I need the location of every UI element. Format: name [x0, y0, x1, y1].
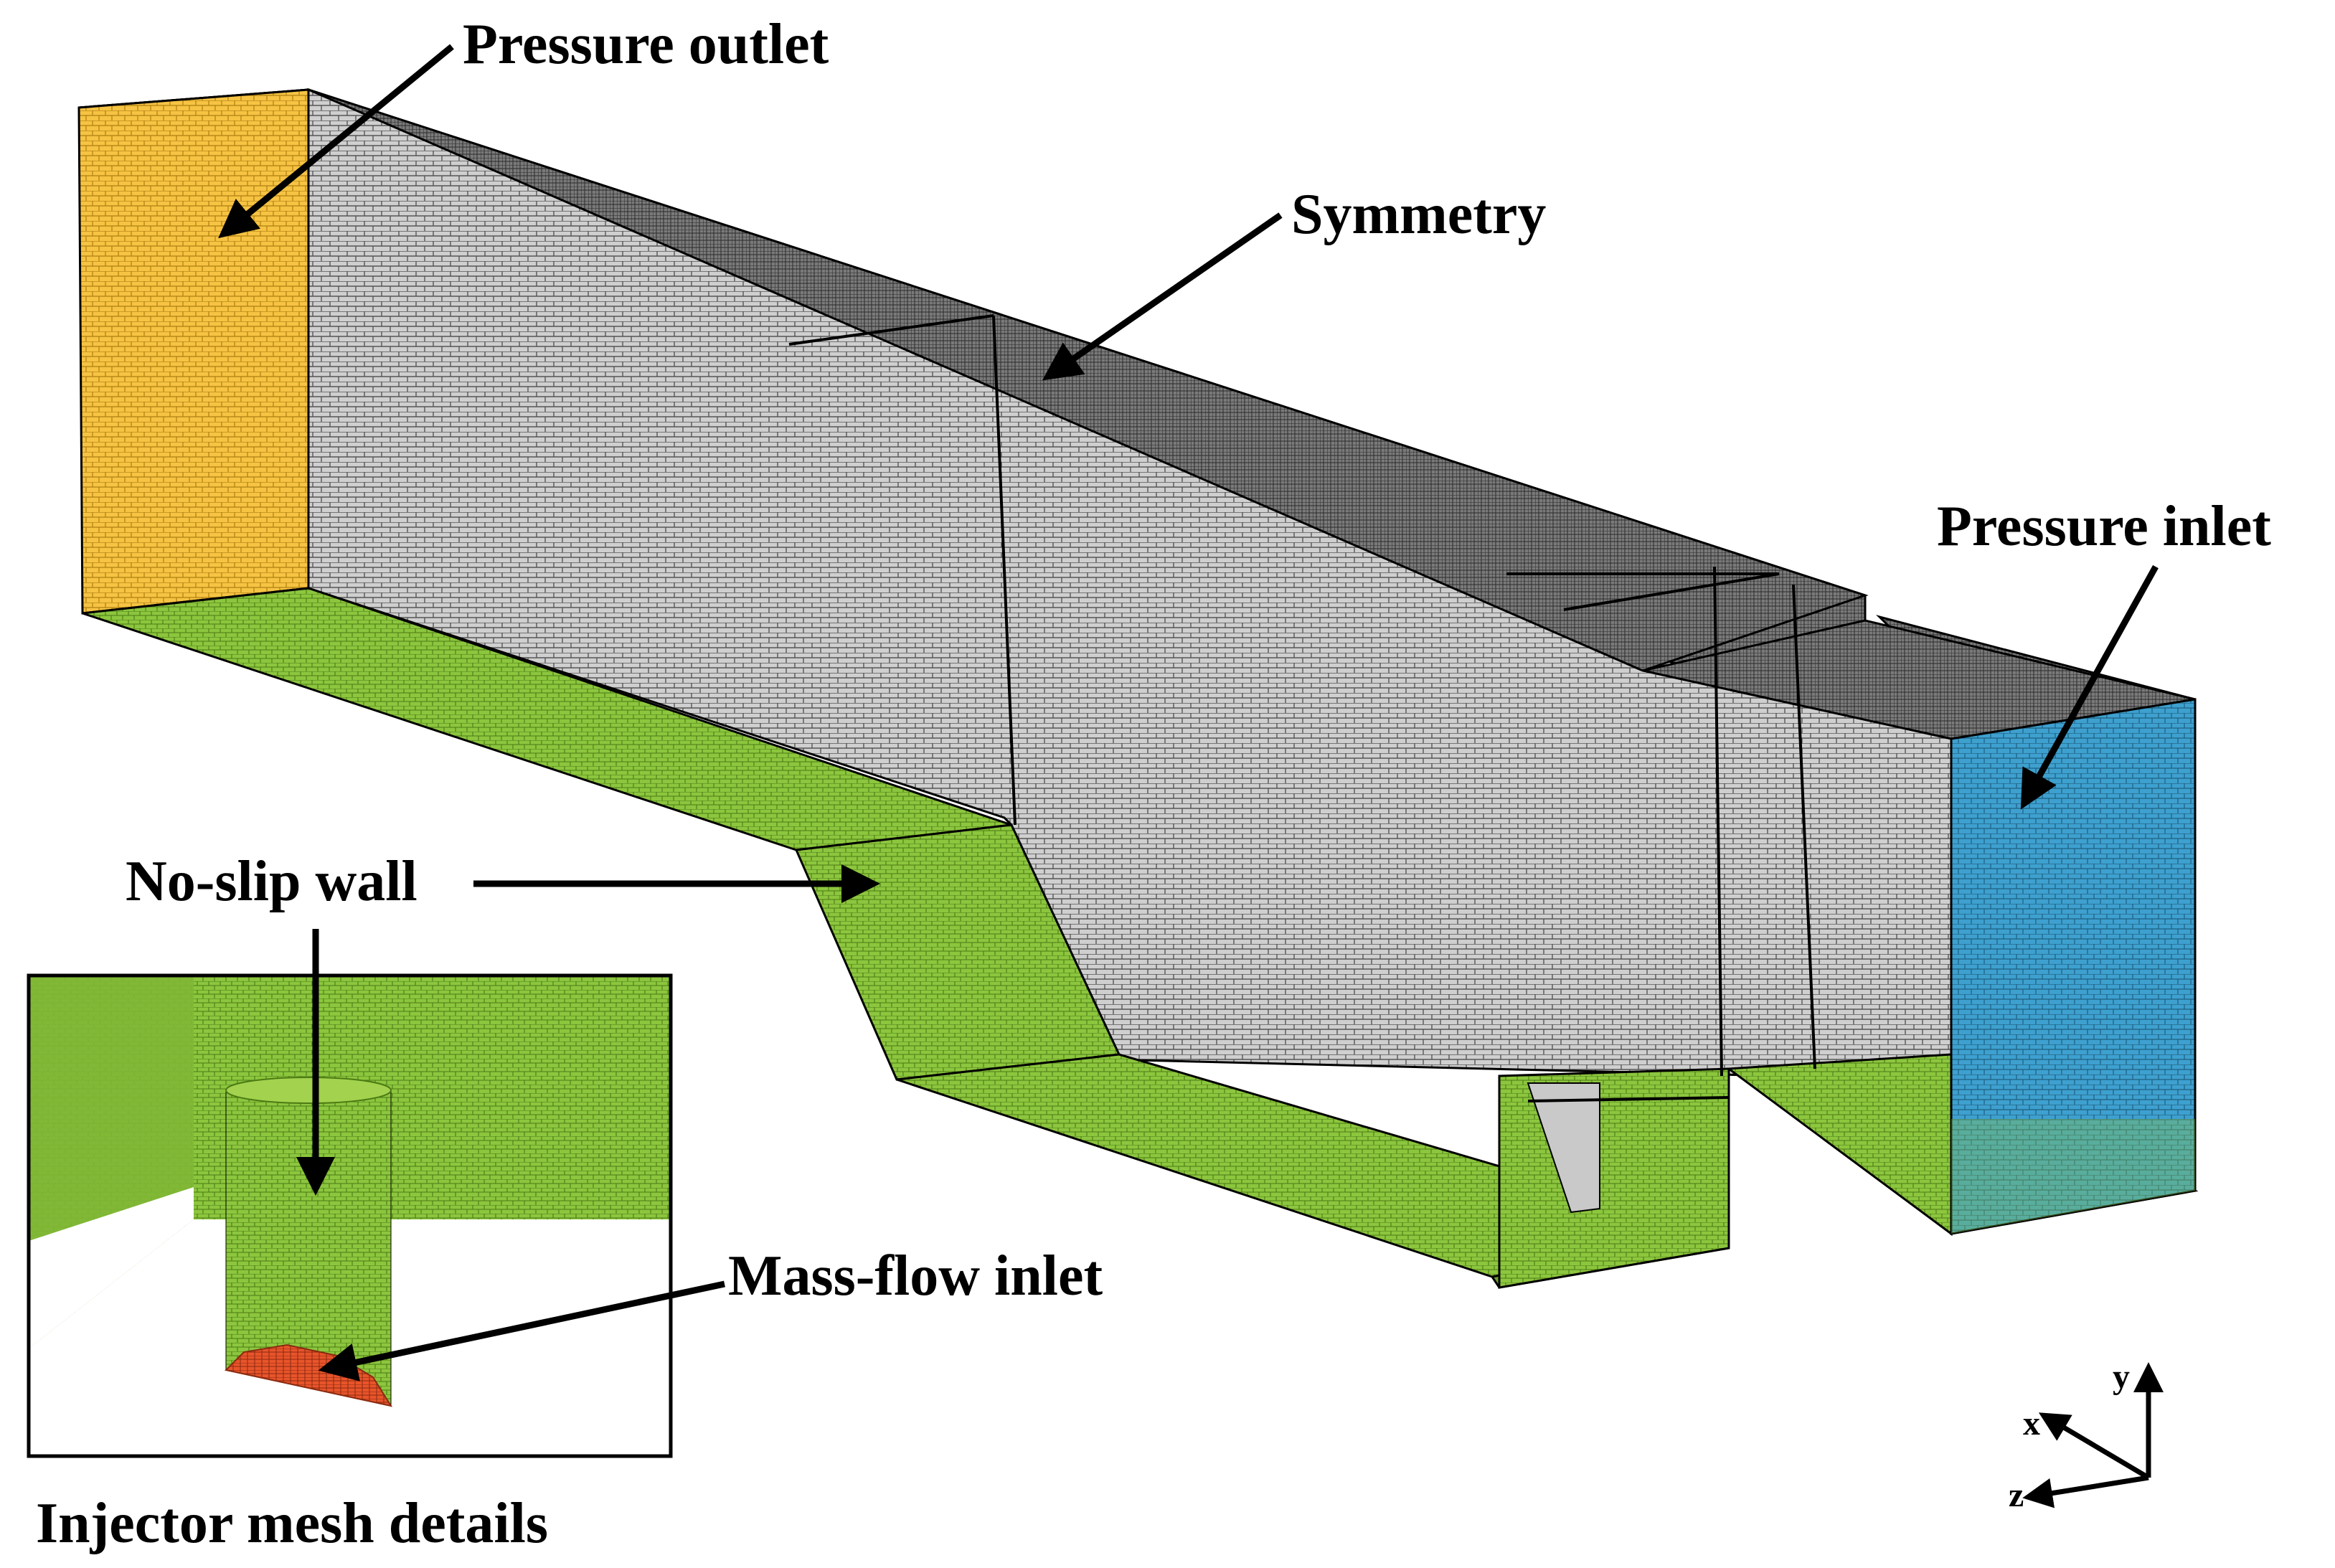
- axis-x-label: x: [2023, 1404, 2040, 1442]
- symmetry-face: [307, 88, 1953, 1237]
- interface-line-4: [1792, 584, 1816, 1069]
- arrow-pressure-inlet: [2020, 565, 2159, 810]
- pressure-outlet-face: [77, 88, 310, 615]
- injector-top-line: [1527, 1096, 1730, 1102]
- arrow-mass-flow-inlet: [318, 1280, 725, 1382]
- injector-slot: [1527, 1082, 1600, 1214]
- pressure-inlet-label: Pressure inlet: [1937, 495, 2271, 558]
- inset-caption: Injector mesh details: [36, 1492, 548, 1555]
- arrow-symmetry: [1042, 212, 1283, 381]
- interface-line-2: [788, 314, 994, 346]
- symmetry-label: Symmetry: [1291, 183, 1546, 246]
- arrow-pressure-outlet: [218, 44, 454, 239]
- axis-y-label: y: [2113, 1358, 2130, 1396]
- pressure-outlet-label: Pressure outlet: [463, 13, 829, 76]
- interface-line-6: [1563, 572, 1780, 611]
- pressure-inlet-face: [1950, 698, 2197, 1235]
- axis-triad: y x z: [2009, 1358, 2164, 1514]
- interface-line-3: [1713, 566, 1723, 1077]
- mass-flow-inlet-label: Mass-flow inlet: [728, 1245, 1103, 1308]
- no-slip-wall-label: No-slip wall: [126, 850, 418, 913]
- interface-line-1: [992, 315, 1016, 826]
- inlet-green-tint: [1951, 1119, 2195, 1234]
- axis-z-label: z: [2009, 1476, 2024, 1514]
- injector-inset: [27, 973, 673, 1458]
